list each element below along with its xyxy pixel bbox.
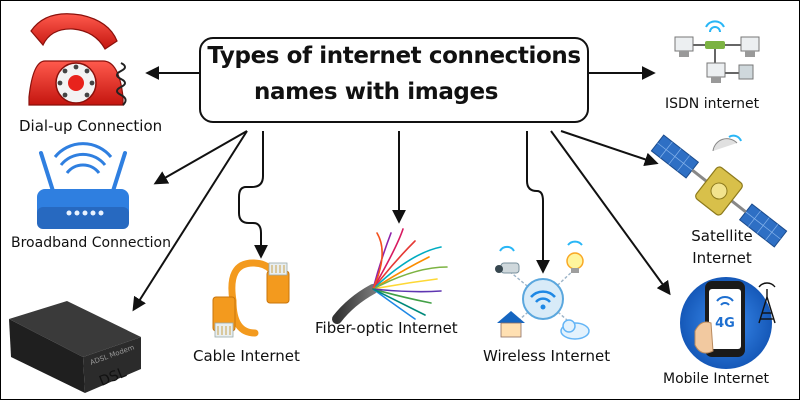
label-cable: Cable Internet xyxy=(193,347,300,365)
label-dialup: Dial-up Connection xyxy=(19,117,163,135)
mobile-4g-badge: 4G xyxy=(715,316,735,331)
title-box: Types of internet connections names with… xyxy=(199,37,589,123)
page-title-line-1: Types of internet connections xyxy=(207,43,581,69)
label-fiber: Fiber-optic Internet xyxy=(315,319,458,337)
rotary-phone-icon xyxy=(28,13,127,106)
page-title-line-2: names with images xyxy=(254,79,498,105)
label-wireless: Wireless Internet xyxy=(483,347,611,365)
connector-arrows xyxy=(132,66,671,312)
fiber-optic-bundle-icon xyxy=(332,228,448,324)
arrow-broadband xyxy=(153,130,248,185)
label-mobile: Mobile Internet xyxy=(663,371,769,387)
isdn-network-icon xyxy=(674,20,760,83)
arrow-satellite xyxy=(560,130,659,167)
wireless-network-icon xyxy=(495,240,590,340)
label-isdn: ISDN internet xyxy=(665,96,760,112)
satellite-icon xyxy=(650,134,788,248)
adsl-modem-icon: ADSL Modem xyxy=(9,301,141,393)
arrow-mobile xyxy=(550,130,671,296)
mobile-phone-4g-icon: 4G xyxy=(680,277,776,369)
arrow-dsl xyxy=(132,130,248,312)
label-satellite-line-1: Satellite xyxy=(691,227,753,245)
wifi-router-icon xyxy=(37,142,129,229)
label-satellite-line-2: Internet xyxy=(692,249,752,267)
arrow-wireless xyxy=(526,131,550,274)
ethernet-cable-icon xyxy=(212,259,290,338)
label-broadband: Broadband Connection xyxy=(11,235,171,251)
arrow-cable xyxy=(238,131,268,259)
